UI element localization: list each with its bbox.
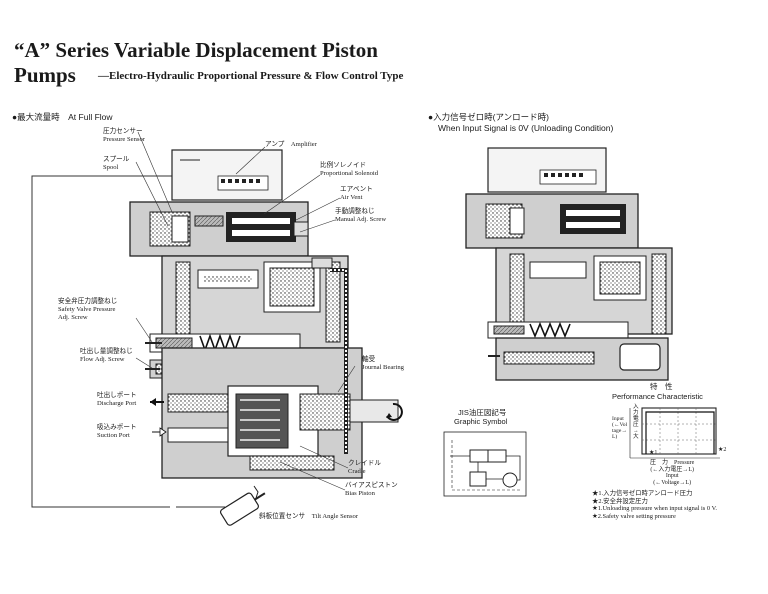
label-spool: スプール Spool bbox=[103, 156, 130, 171]
label-tilt-angle-sensor: 斜板位置センサ Tilt Angle Sensor bbox=[259, 513, 359, 520]
label-safety-valve: 安全弁圧力調整ねじ Safety Valve Pressure Adj. Scr… bbox=[58, 298, 118, 321]
jis-symbol-title-jp: JIS油圧図記号 bbox=[458, 408, 507, 417]
label-cradle: クレイドル Cradle bbox=[348, 460, 381, 475]
label-journal-bearing: 軸受 Journal Bearing bbox=[362, 356, 404, 371]
jis-symbol-title-en: Graphic Symbol bbox=[454, 417, 508, 426]
left-section-heading: ●最大流量時 At Full Flow bbox=[12, 112, 113, 122]
performance-title-jp: 特 性 bbox=[650, 382, 673, 391]
chart-y-axis-label-jp: 入力電圧→大 bbox=[633, 404, 639, 440]
label-pressure-sensor: 圧力センサー Pressure Sensor bbox=[103, 128, 145, 143]
label-manual-adj-screw: 手動調整ねじ Manual Adj. Screw bbox=[335, 208, 387, 223]
right-section-heading-jp: ●入力信号ゼロ時(アンロード時) bbox=[428, 112, 549, 122]
label-air-vent: エアベント Air Vent bbox=[340, 186, 373, 201]
label-bias-piston: バイアスピストン Bias Piston bbox=[345, 482, 398, 497]
chart-marker-2: ★2 bbox=[718, 447, 727, 453]
chart-y-axis-label: Input (←Voltage→L) bbox=[612, 416, 628, 440]
right-section-heading-en: When Input Signal is 0V (Unloading Condi… bbox=[438, 123, 614, 133]
page-title: “A” Series Variable Displacement Piston bbox=[14, 38, 378, 62]
page-title-pumps: Pumps bbox=[14, 63, 76, 87]
chart-marker-1: ★1 bbox=[649, 450, 658, 456]
page-subtitle: —Electro-Hydraulic Proportional Pressure… bbox=[98, 70, 404, 82]
label-proportional-solenoid: 比例ソレノイド Proportional Solenoid bbox=[320, 162, 379, 177]
performance-title-en: Performance Characteristic bbox=[612, 392, 703, 401]
label-suction-port: 吸込みポート Suction Port bbox=[97, 424, 137, 439]
chart-notes: ★1.入力信号ゼロ時アンロード圧力 ★2.安全弁設定圧力 ★1.Unloadin… bbox=[592, 490, 717, 520]
label-discharge-port: 吐出しポート Discharge Port bbox=[97, 392, 137, 407]
label-amplifier: アンプ Amplifier bbox=[265, 141, 317, 148]
label-flow-adj-screw: 吐出し量調整ねじ Flow Adj. Screw bbox=[80, 348, 133, 363]
chart-x-axis-label: 圧 力 Pressure (←入力電圧→L) Input (←Voltage→L… bbox=[650, 460, 695, 486]
